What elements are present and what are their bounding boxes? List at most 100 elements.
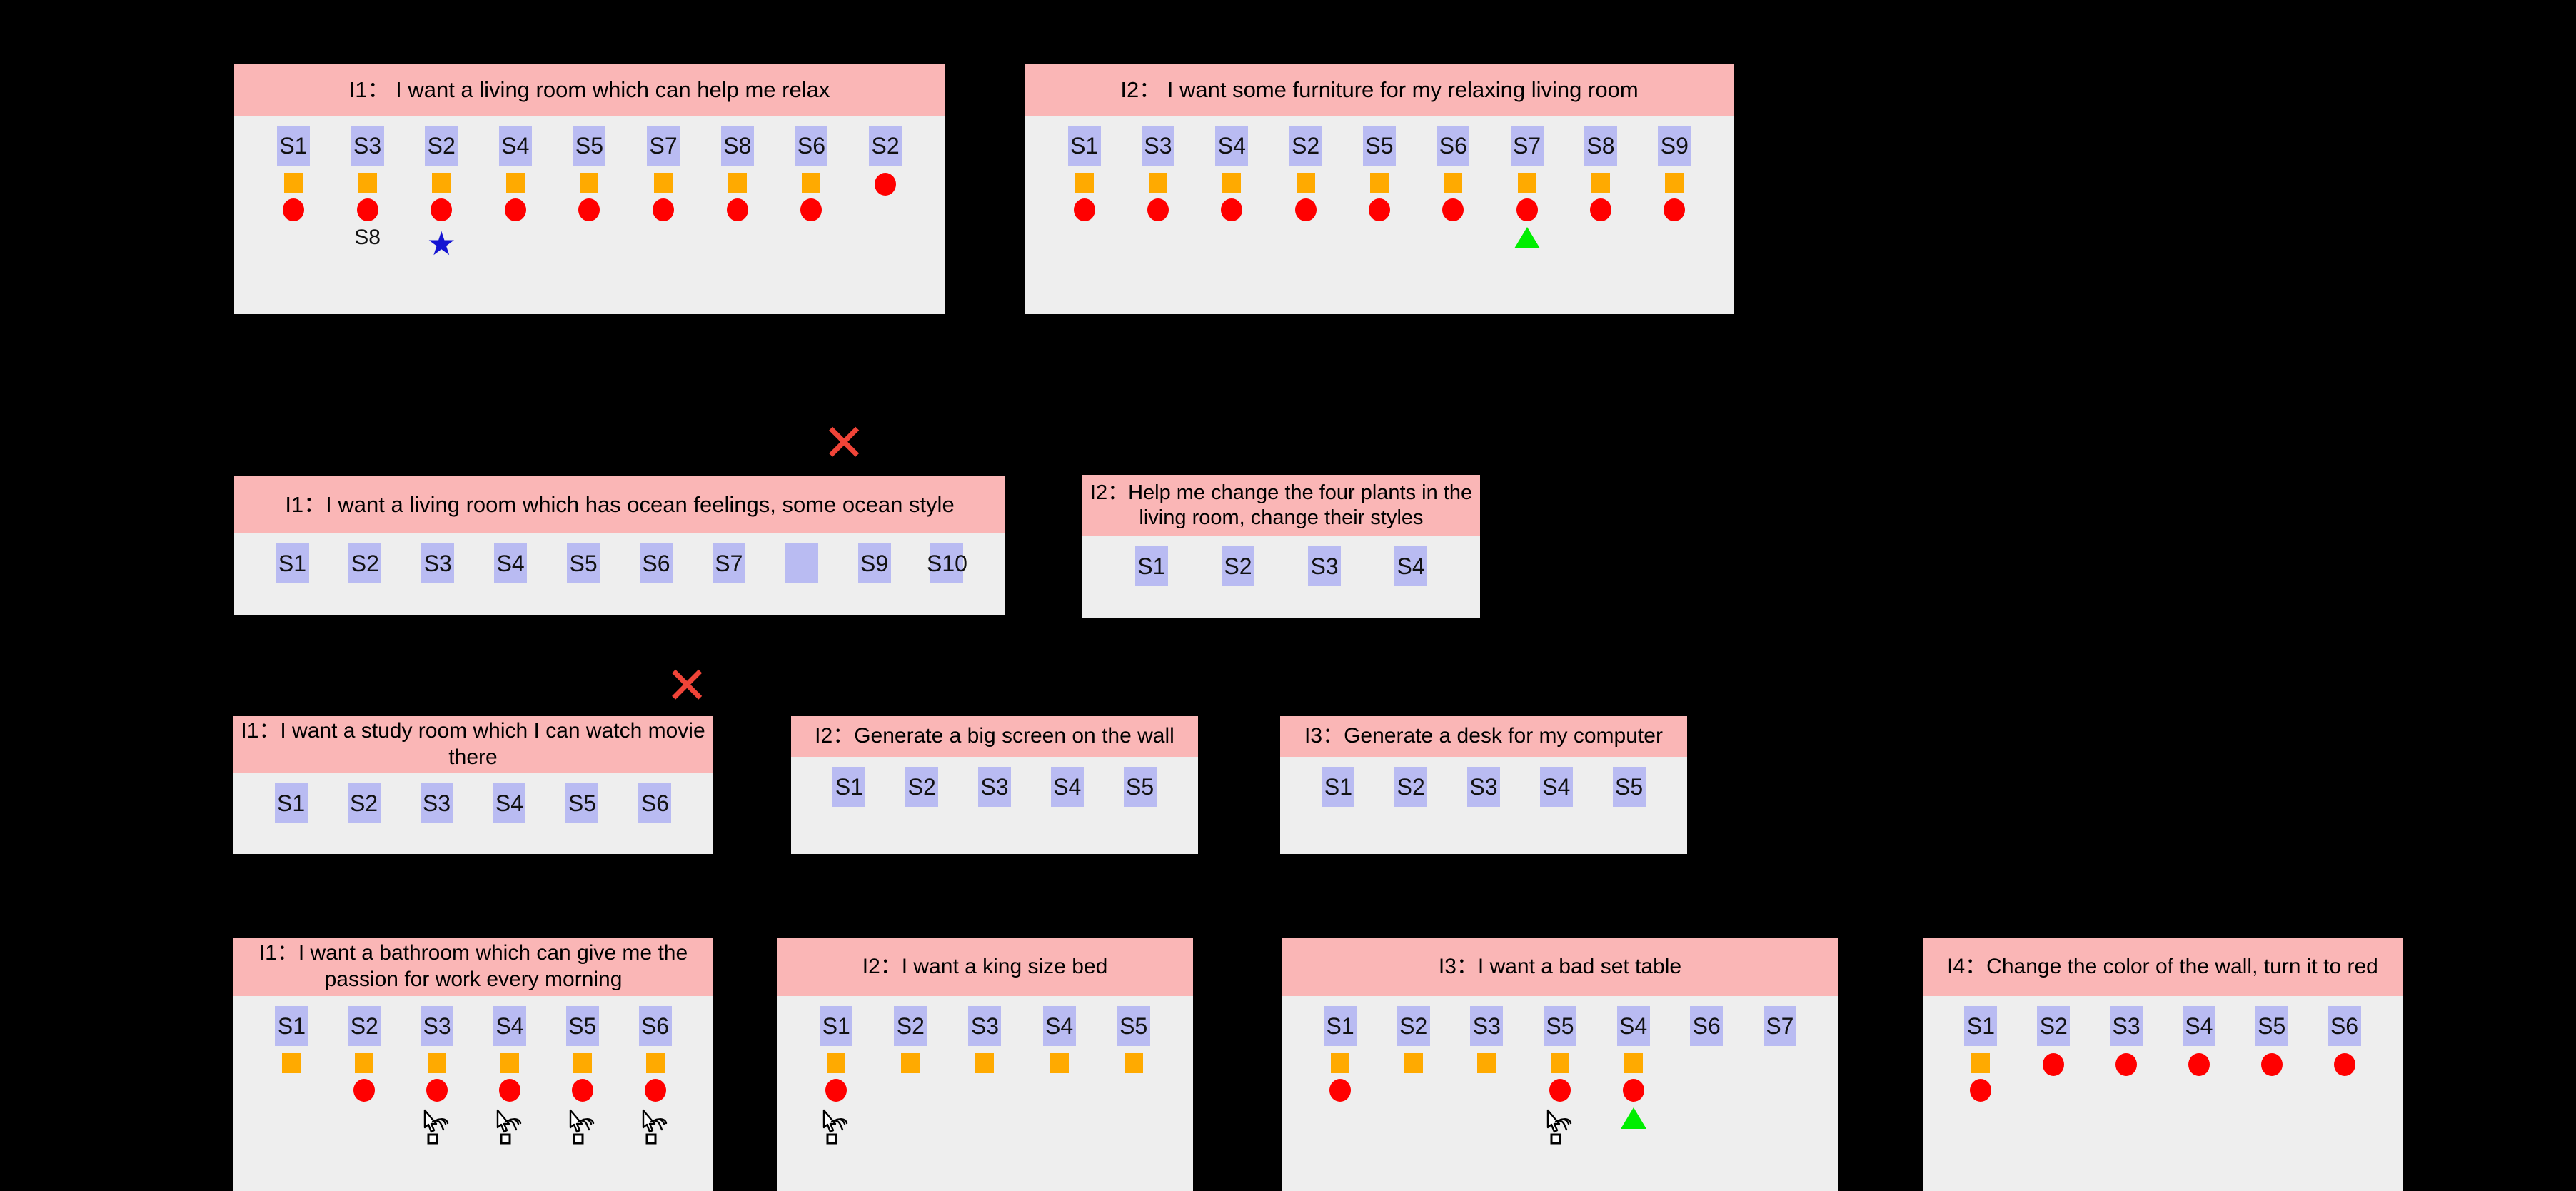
step-box[interactable]: S1 (275, 1006, 308, 1046)
step-box[interactable]: S6 (638, 783, 672, 823)
step-box[interactable]: S5 (567, 543, 600, 583)
step-box[interactable]: S10 (927, 543, 967, 583)
step-box[interactable]: S1 (276, 543, 309, 583)
step-box[interactable]: S5 (1123, 767, 1157, 807)
step-box[interactable]: S2 (425, 126, 458, 166)
step-column[interactable]: S4 (1022, 1006, 1097, 1073)
step-box[interactable]: S4 (2182, 1006, 2215, 1046)
step-box[interactable]: S3 (1308, 546, 1342, 586)
step-column[interactable]: S1 (799, 1006, 873, 1145)
step-column[interactable]: S2 (1269, 126, 1342, 221)
step-column[interactable]: S3 (1282, 546, 1368, 593)
step-box[interactable]: S3 (968, 1006, 1002, 1046)
step-column[interactable]: S5 (546, 1006, 619, 1145)
step-box[interactable]: S3 (1141, 126, 1174, 166)
step-column[interactable]: S4 (1368, 546, 1454, 593)
step-column[interactable]: S5 (553, 126, 627, 221)
step-box[interactable]: S9 (1658, 126, 1691, 166)
step-box[interactable]: S6 (638, 1006, 672, 1046)
step-column[interactable]: S3 (1447, 767, 1520, 814)
step-box[interactable]: S4 (1539, 767, 1573, 807)
step-column[interactable]: S4 (1596, 1006, 1670, 1129)
step-box[interactable]: S1 (274, 783, 308, 823)
step-column[interactable]: S1 (256, 543, 329, 591)
step-box[interactable]: S1 (820, 1006, 853, 1046)
step-column[interactable]: S3 (401, 543, 474, 591)
step-column[interactable]: S2 (848, 126, 922, 196)
step-column[interactable]: S1 (1304, 1006, 1377, 1102)
step-box[interactable]: S5 (565, 1006, 599, 1046)
step-column[interactable]: S6 (1670, 1006, 1744, 1053)
step-column[interactable]: S5 (1342, 126, 1416, 221)
step-box[interactable]: S3 (1470, 1006, 1504, 1046)
step-column[interactable]: S4 (1031, 767, 1104, 814)
step-box[interactable]: S5 (1117, 1006, 1150, 1046)
step-box[interactable]: S9 (857, 543, 891, 583)
step-column[interactable]: S2 (2017, 1006, 2090, 1076)
step-column[interactable]: S4 (473, 1006, 546, 1145)
step-box[interactable]: S5 (2255, 1006, 2288, 1046)
step-column[interactable]: S5 (545, 783, 618, 830)
step-box[interactable]: S3 (420, 783, 453, 823)
step-box[interactable]: S6 (795, 126, 828, 166)
step-box[interactable]: S2 (1221, 546, 1254, 586)
step-box[interactable]: S8 (720, 126, 754, 166)
step-box[interactable]: S5 (565, 783, 599, 823)
step-column[interactable]: S4 (1195, 126, 1269, 221)
step-column[interactable]: S5 (1104, 767, 1177, 814)
step-box[interactable]: S6 (1690, 1006, 1724, 1046)
step-box[interactable]: S1 (1964, 1006, 1998, 1046)
step-column[interactable]: S5 (2235, 1006, 2308, 1076)
step-column[interactable]: S1 (1047, 126, 1121, 221)
step-box[interactable]: S1 (276, 126, 310, 166)
step-box[interactable]: S2 (348, 543, 382, 583)
step-column[interactable]: S1 (255, 783, 328, 830)
step-column[interactable]: S9 (1638, 126, 1711, 221)
step-box[interactable]: S4 (1050, 767, 1084, 807)
step-column[interactable]: S1 (1945, 1006, 2018, 1102)
step-column[interactable]: S3 (1121, 126, 1194, 221)
step-column[interactable] (765, 543, 838, 591)
step-column[interactable]: S8 (1564, 126, 1637, 221)
step-column[interactable]: S1 (256, 1006, 328, 1073)
step-column[interactable]: S2 (328, 783, 401, 830)
step-column[interactable]: S1 (1302, 767, 1375, 814)
step-box[interactable]: S4 (1215, 126, 1249, 166)
step-box[interactable]: S5 (1362, 126, 1396, 166)
step-column[interactable]: S6 (618, 783, 691, 830)
step-box[interactable]: S4 (493, 783, 526, 823)
step-column[interactable]: S3 (1450, 1006, 1524, 1073)
step-column[interactable]: S4 (473, 783, 546, 830)
step-box[interactable]: S5 (1612, 767, 1646, 807)
step-column[interactable]: S6 (775, 126, 849, 221)
step-box[interactable]: S3 (421, 543, 455, 583)
step-box[interactable]: S2 (1289, 126, 1322, 166)
step-box[interactable]: S3 (2110, 1006, 2143, 1046)
step-column[interactable]: S1 (1108, 546, 1194, 593)
step-column[interactable]: S6 (620, 543, 693, 591)
step-box[interactable]: S7 (712, 543, 745, 583)
step-box[interactable]: S7 (1510, 126, 1544, 166)
step-column[interactable]: S10 (911, 543, 984, 591)
step-column[interactable]: S8 (700, 126, 775, 221)
step-column[interactable]: S6 (619, 1006, 692, 1145)
step-box[interactable]: S2 (905, 767, 939, 807)
step-box[interactable]: S2 (894, 1006, 927, 1046)
step-column[interactable]: S5 (547, 543, 620, 591)
step-column[interactable]: S5 (1097, 1006, 1171, 1073)
step-box[interactable]: S2 (2037, 1006, 2071, 1046)
step-column[interactable]: S3 (401, 1006, 473, 1145)
step-column[interactable]: S2 (885, 767, 958, 814)
step-column[interactable]: S7 (1490, 126, 1564, 248)
step-column[interactable]: S3 (947, 1006, 1022, 1073)
step-box[interactable]: S4 (498, 126, 532, 166)
step-box[interactable]: S3 (977, 767, 1011, 807)
step-box[interactable]: S1 (1067, 126, 1101, 166)
step-box[interactable]: S6 (639, 543, 673, 583)
step-column[interactable]: S2 (328, 1006, 401, 1102)
step-column[interactable]: S3 (958, 767, 1031, 814)
step-column[interactable]: S7 (626, 126, 700, 221)
step-box[interactable]: S4 (494, 543, 528, 583)
step-box[interactable]: S4 (493, 1006, 526, 1046)
